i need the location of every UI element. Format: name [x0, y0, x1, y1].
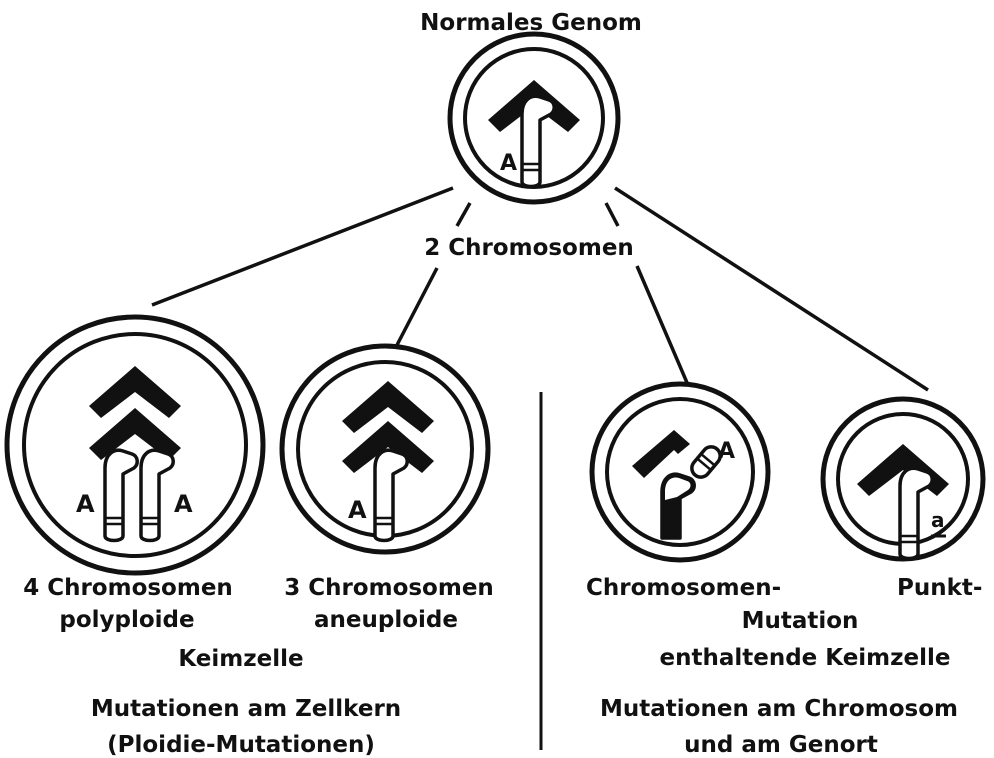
left-group-heading: Mutationen am Zellkern [91, 698, 401, 721]
right-mutation-label: Mutation [742, 610, 859, 633]
point-mutation-label: Punkt- [897, 577, 982, 600]
right-group-heading: Mutationen am Chromosom [600, 698, 958, 721]
gene-label: a [931, 508, 945, 532]
chromosome-count-normal: 2 Chromosomen [424, 237, 634, 260]
polyploid-cell: A A [7, 317, 263, 573]
left-keimzelle-label: Keimzelle [178, 648, 303, 671]
connector-chrom-lower [637, 266, 688, 385]
chromosome-mutation-label: Chromosomen- [586, 577, 781, 600]
polyploid-type: polyploide [59, 609, 194, 632]
gene-label: A [718, 439, 735, 464]
normal-genome-cell: A [450, 34, 618, 202]
right-keimzelle-label: enthaltende Keimzelle [659, 647, 950, 670]
polyploid-count: 4 Chromosomen [23, 577, 233, 600]
point-mutation-cell: a [823, 399, 983, 559]
gene-label-right: A [174, 490, 193, 518]
connector-point [615, 188, 928, 390]
connector-aneuploid-lower [397, 268, 437, 345]
gene-label: A [500, 151, 517, 176]
right-group-subheading: und am Genort [684, 734, 878, 757]
gene-label-left: A [76, 490, 95, 518]
left-group-subheading: (Ploidie-Mutationen) [107, 734, 375, 757]
aneuploid-type: aneuploide [314, 609, 458, 632]
gene-label: A [348, 496, 367, 524]
connector-aneuploid-upper [457, 203, 470, 226]
aneuploid-cell: A [282, 346, 488, 552]
cell-outer-ring [7, 317, 263, 573]
chromosome-mutation-cell: A [592, 384, 768, 560]
aneuploid-count: 3 Chromosomen [284, 577, 494, 600]
connector-chrom-upper [606, 203, 618, 226]
connector-polyploid [152, 188, 453, 305]
normal-genome-title: Normales Genom [420, 12, 642, 35]
